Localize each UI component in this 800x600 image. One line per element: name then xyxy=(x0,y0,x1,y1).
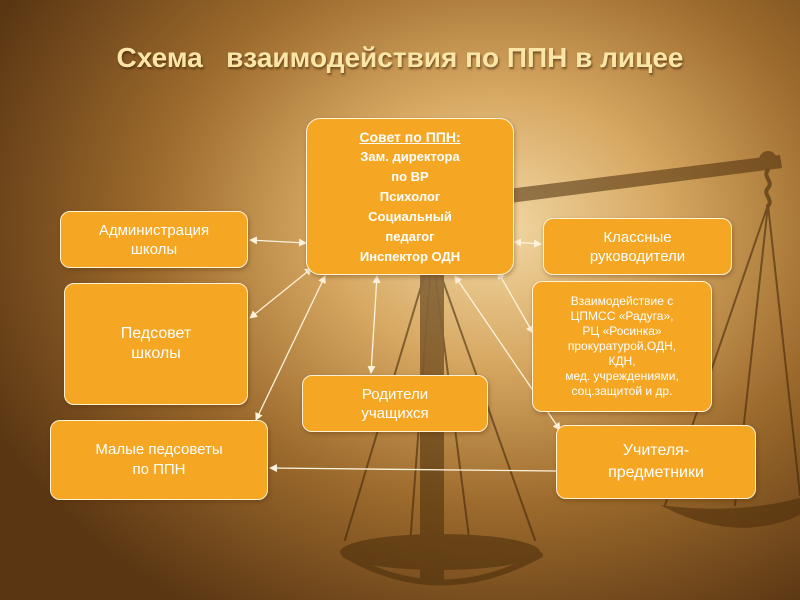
subject-teachers-line: Учителя- xyxy=(622,442,690,459)
ppn-council-box: Совет по ППН: Зам. директора по ВР Психо… xyxy=(306,118,514,275)
arrow-center-administration xyxy=(249,236,307,247)
ppn-council-line: Зам. директора xyxy=(360,148,460,164)
parents-box: Родители учащихся xyxy=(302,375,488,432)
arrow-center-small-pedsovets xyxy=(255,275,326,421)
interaction-box: Взаимодействие с ЦПМСС «Радуга», РЦ «Рос… xyxy=(532,281,712,412)
pedsovet-line: школы xyxy=(131,345,181,362)
class-teachers-box: Классные руководители xyxy=(543,218,732,275)
arrow-center-interaction xyxy=(497,271,534,334)
pedsovet-line: Педсовет xyxy=(120,325,192,342)
parents-line: Родители xyxy=(361,385,429,403)
arrow-center-class-teachers xyxy=(513,238,542,248)
arrow-subject-teachers-small-pedsovets xyxy=(269,464,557,473)
ppn-council-line: педагог xyxy=(385,228,435,244)
administration-box: Администрация школы xyxy=(60,211,248,268)
parents-line: учащихся xyxy=(361,404,429,422)
arrow-center-parents xyxy=(367,275,381,374)
interaction-line: соц.защитой и др. xyxy=(571,384,673,398)
page-title: Схема взаимодействия по ППН в лицее xyxy=(116,42,684,73)
pedsovet-box: Педсовет школы xyxy=(64,283,248,405)
ppn-council-line: по ВР xyxy=(391,168,429,184)
interaction-line: КДН, xyxy=(608,354,636,368)
interaction-line: РЦ «Росинка» xyxy=(582,324,662,338)
interaction-line: мед. учреждениями, xyxy=(565,369,679,383)
subject-teachers-box: Учителя- предметники xyxy=(556,425,756,499)
small-pedsovets-box: Малые педсоветы по ППН xyxy=(50,420,268,500)
ppn-council-line: Социальный xyxy=(368,208,452,224)
interaction-line: прокуратурой,ОДН, xyxy=(567,339,677,353)
subject-teachers-line: предметники xyxy=(608,464,704,481)
interaction-line: Взаимодействие с xyxy=(570,294,674,308)
interaction-line: ЦПМСС «Радуга», xyxy=(570,309,674,323)
ppn-council-line: Инспектор ОДН xyxy=(359,248,461,264)
administration-line: Администрация xyxy=(98,221,210,239)
small-pedsovets-line: по ППН xyxy=(132,461,186,478)
class-teachers-line: руководители xyxy=(589,247,686,265)
ppn-council-heading: Совет по ППН: xyxy=(359,128,461,145)
administration-line: школы xyxy=(130,240,178,258)
ppn-council-line: Психолог xyxy=(379,188,441,204)
small-pedsovets-line: Малые педсоветы xyxy=(95,441,223,458)
class-teachers-line: Классные xyxy=(603,228,672,246)
arrow-center-pedsovet xyxy=(249,267,313,319)
